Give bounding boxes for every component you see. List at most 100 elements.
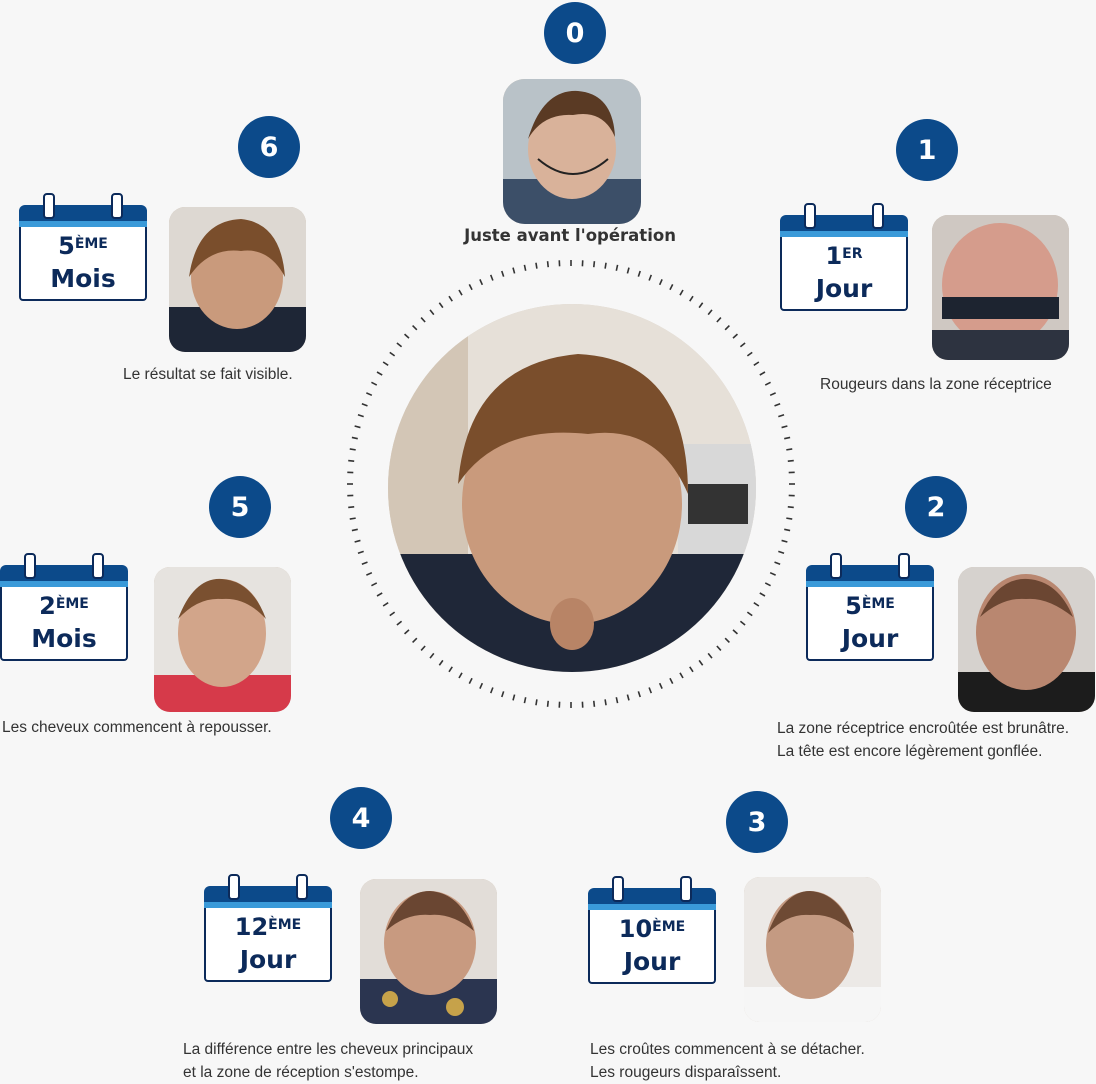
- ring-tick: [788, 461, 794, 462]
- ring-tick: [449, 296, 452, 301]
- calendar-month-5: 5ÈME Mois: [19, 193, 147, 301]
- head-day12-photo-icon: [360, 879, 497, 1024]
- ring-tick: [524, 697, 525, 703]
- ring-tick: [536, 263, 537, 269]
- ring-tick: [358, 415, 364, 417]
- ring-tick: [778, 551, 784, 553]
- ring-tick: [413, 638, 417, 642]
- ring-tick: [680, 290, 683, 295]
- ring-tick: [469, 284, 472, 289]
- ring-tick: [699, 303, 703, 308]
- ring-tick: [690, 296, 693, 301]
- ring-tick: [491, 275, 493, 281]
- ring-tick: [377, 372, 382, 375]
- head-day10-photo-icon: [744, 877, 881, 1022]
- step-badge-3: 3: [726, 791, 788, 853]
- ring-tick: [421, 646, 425, 650]
- calendar-ring-icon: [898, 553, 910, 579]
- ring-tick: [459, 290, 462, 295]
- ring-tick: [616, 697, 617, 703]
- ring-tick: [513, 268, 515, 274]
- ring-tick: [775, 404, 781, 406]
- stage-caption-1: Rougeurs dans la zone réceptrice: [820, 373, 1052, 396]
- ring-tick: [390, 352, 395, 356]
- ring-tick: [383, 362, 388, 365]
- calendar-ring-icon: [612, 876, 624, 902]
- ring-tick: [775, 562, 781, 564]
- ring-tick: [747, 612, 752, 616]
- ring-tick: [502, 691, 504, 697]
- step-badge-6: 6: [238, 116, 300, 178]
- stage-photo-5: [154, 567, 291, 712]
- ring-tick: [754, 603, 759, 606]
- ring-tick: [348, 507, 354, 508]
- ring-tick: [649, 275, 651, 281]
- ring-tick: [733, 630, 737, 634]
- ring-tick: [366, 573, 371, 575]
- calendar-day-5: 5ÈME Jour: [806, 553, 934, 661]
- calendar-ring-icon: [228, 874, 240, 900]
- ring-tick: [536, 699, 537, 705]
- step-badge-4: 4: [330, 787, 392, 849]
- ring-tick: [725, 326, 729, 330]
- ring-tick: [513, 695, 515, 701]
- ring-tick: [717, 318, 721, 322]
- ring-tick: [786, 449, 792, 450]
- calendar-ring-icon: [296, 874, 308, 900]
- ring-tick: [405, 630, 409, 634]
- ring-tick: [760, 593, 765, 596]
- ring-tick: [355, 540, 361, 542]
- ring-tick: [670, 678, 673, 683]
- ring-tick: [502, 271, 504, 277]
- stage-photo-2: [958, 567, 1095, 712]
- stage-photo-3: [744, 877, 881, 1022]
- ring-tick: [480, 279, 482, 284]
- ring-tick: [784, 529, 790, 530]
- calendar-number: 1: [825, 242, 842, 270]
- calendar-day-1: 1ER Jour: [780, 203, 908, 311]
- ring-tick: [782, 540, 788, 542]
- ring-tick: [430, 310, 434, 315]
- ring-tick: [627, 695, 629, 701]
- ring-tick: [649, 688, 651, 694]
- stage-caption-5: Les cheveux commencent à repousser.: [2, 716, 272, 739]
- calendar-ring-icon: [830, 553, 842, 579]
- ring-tick: [352, 437, 358, 438]
- ring-tick: [397, 621, 402, 625]
- ring-tick: [594, 261, 595, 267]
- ring-tick: [449, 667, 452, 672]
- ring-tick: [660, 279, 662, 284]
- ring-tick: [413, 326, 417, 330]
- ring-tick: [784, 437, 790, 438]
- ring-tick: [717, 646, 721, 650]
- ring-tick: [754, 362, 759, 365]
- calendar-day-12: 12ÈME Jour: [204, 874, 332, 982]
- ring-tick: [358, 551, 364, 553]
- ring-tick: [594, 701, 595, 707]
- ring-tick: [733, 334, 737, 338]
- ring-tick: [405, 334, 409, 338]
- ring-tick: [439, 303, 443, 308]
- ring-tick: [740, 621, 745, 625]
- ring-tick: [390, 612, 395, 616]
- ring-tick: [480, 683, 482, 688]
- ring-tick: [638, 271, 640, 277]
- ring-tick: [366, 393, 371, 395]
- ring-tick: [770, 393, 775, 395]
- stage-caption-4: La différence entre les cheveux principa…: [183, 1038, 473, 1084]
- ring-tick: [782, 426, 788, 428]
- ring-tick: [627, 268, 629, 274]
- ring-tick: [638, 691, 640, 697]
- ring-tick: [355, 426, 361, 428]
- calendar-unit: Jour: [780, 275, 908, 303]
- step-number: 0: [566, 18, 585, 49]
- ring-tick: [690, 667, 693, 672]
- head-month2-photo-icon: [154, 567, 291, 712]
- ring-tick: [491, 688, 493, 694]
- ring-tick: [699, 660, 703, 665]
- step-badge-0: 0: [544, 2, 606, 64]
- calendar-ring-icon: [680, 876, 692, 902]
- ring-tick: [660, 683, 662, 688]
- ring-tick: [421, 318, 425, 322]
- stage-photo-4: [360, 879, 497, 1024]
